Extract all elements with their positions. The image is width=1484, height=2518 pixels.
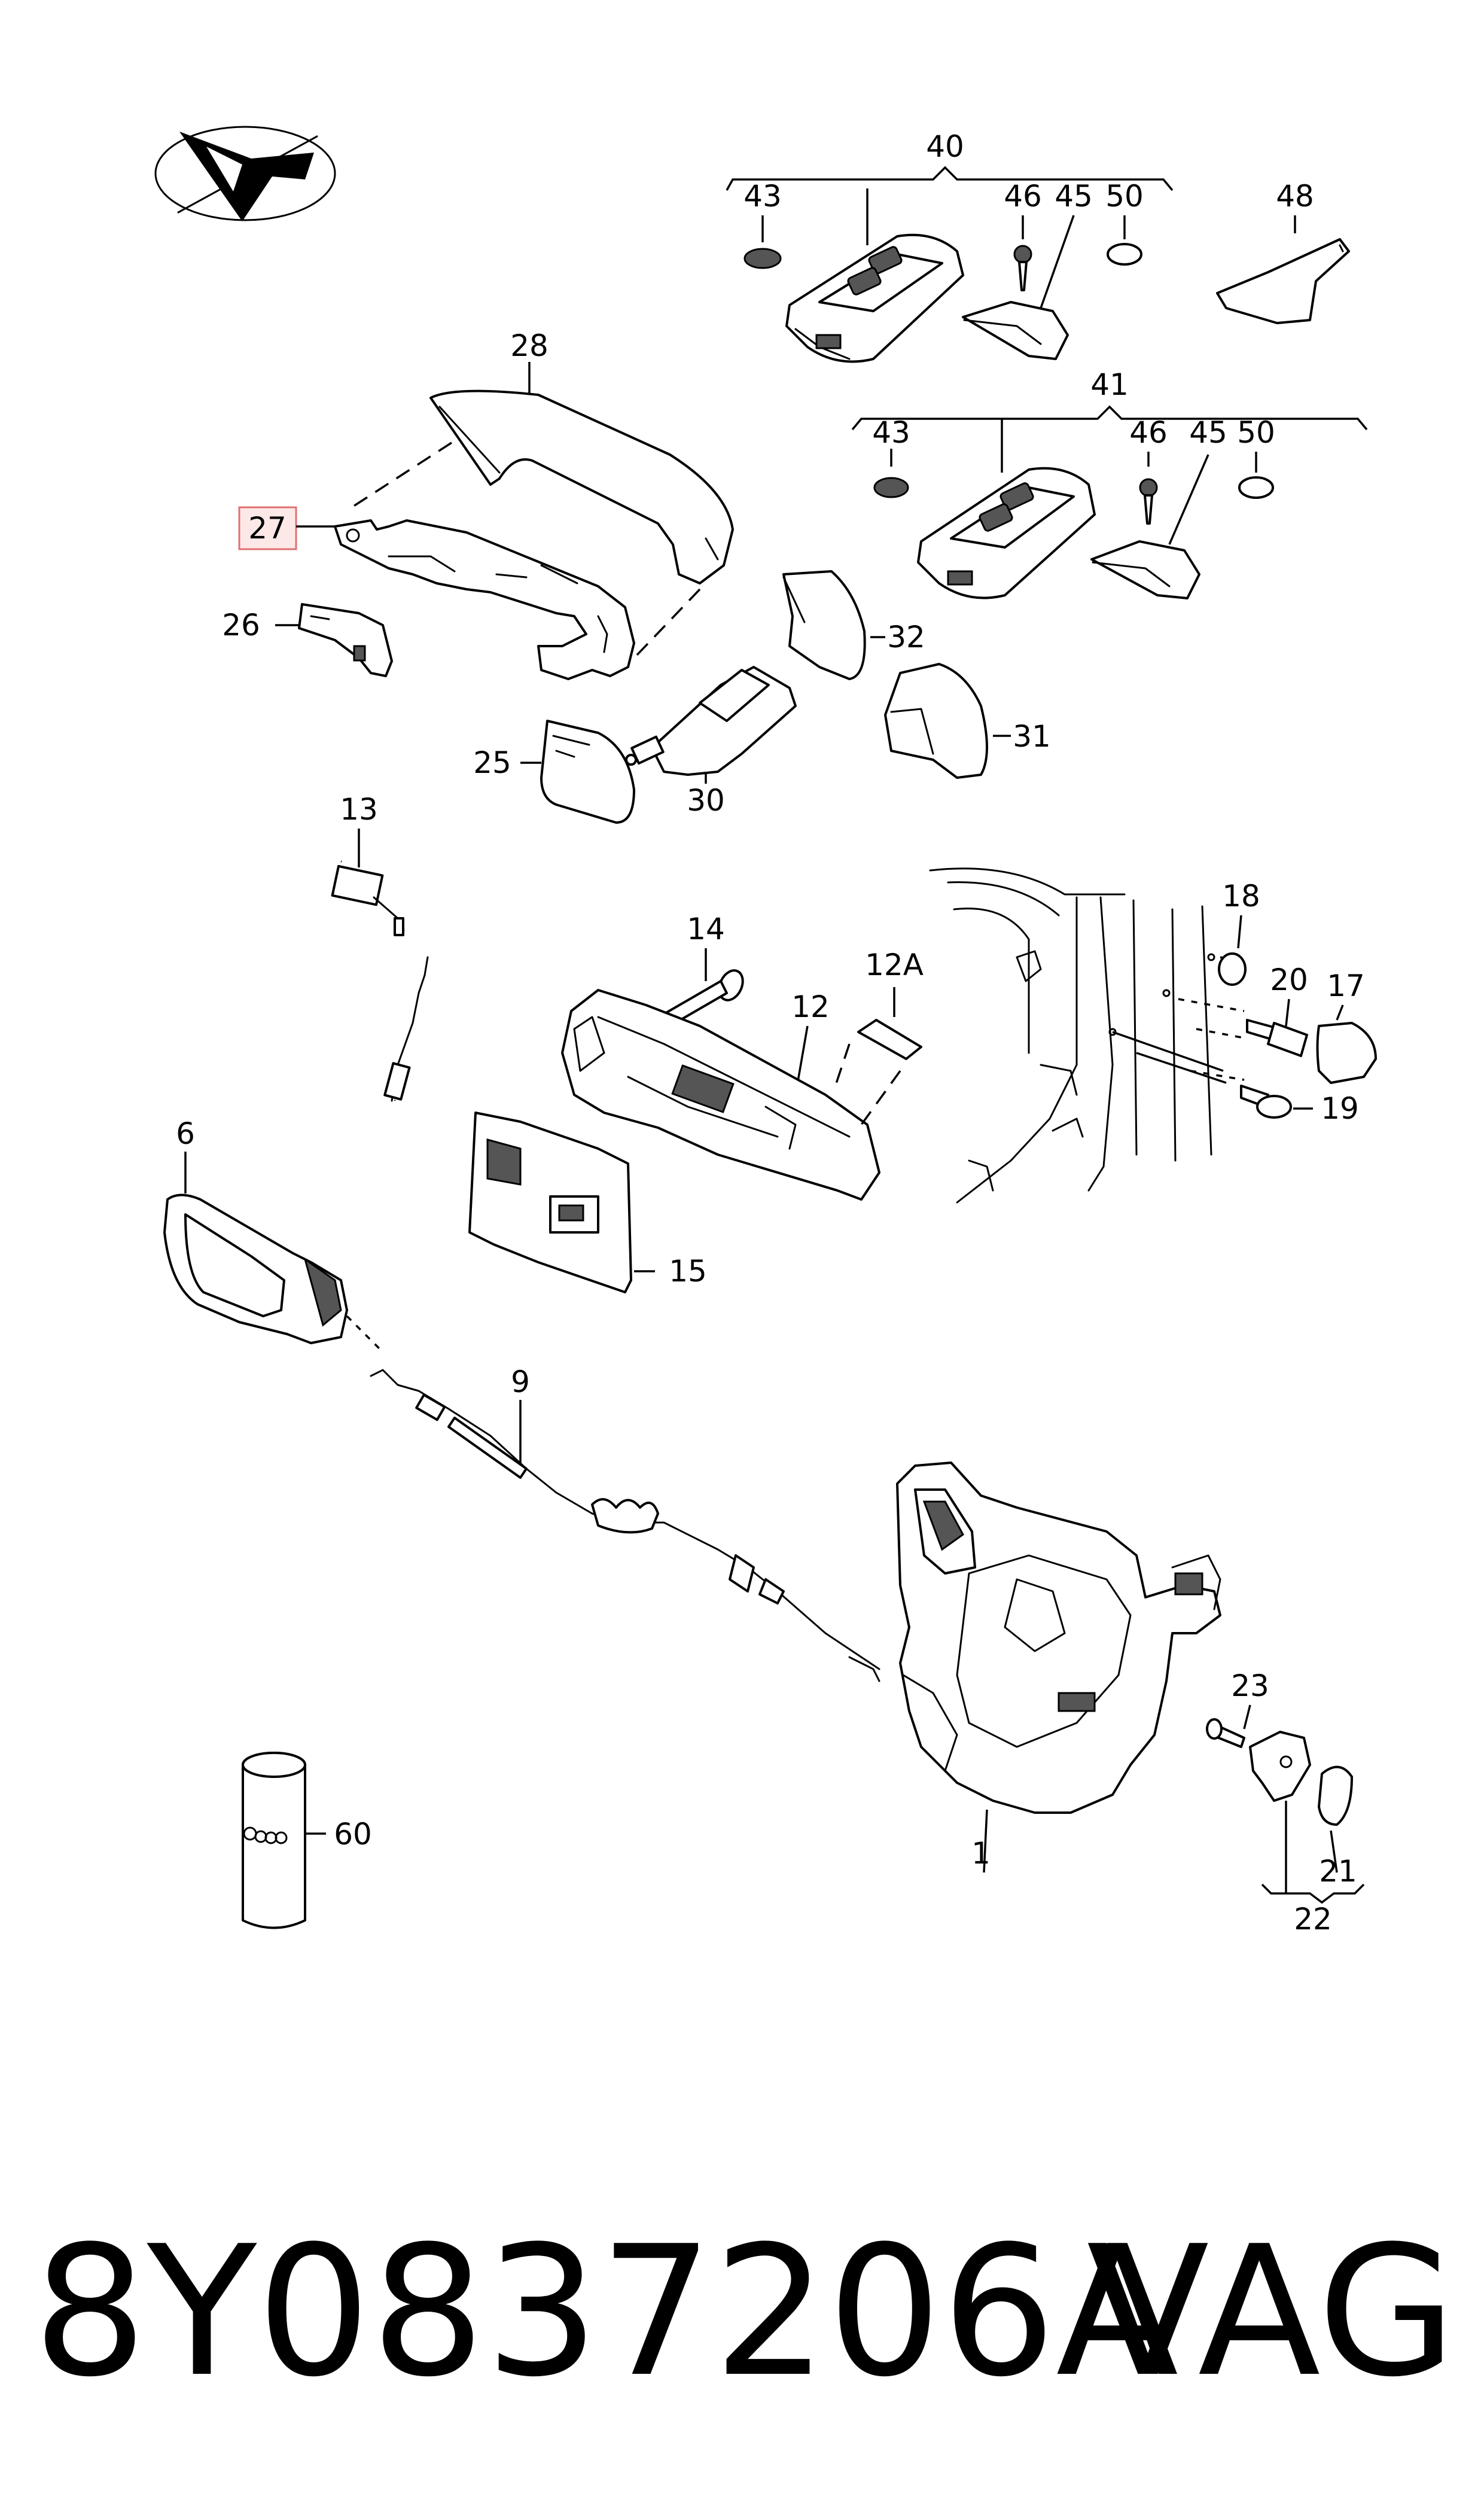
screw-46b [1139, 478, 1158, 525]
assembly-line [346, 1315, 384, 1353]
handle-seal-26 [298, 603, 393, 677]
callout-32: 32 [887, 620, 925, 654]
part-number: 8Y0837206A [33, 2208, 1179, 2416]
door-lock-1 [896, 1462, 1221, 1873]
end-cap-31 [884, 663, 988, 779]
o-ring-50b [1238, 476, 1274, 499]
shim-21 [1318, 1765, 1353, 1826]
callout-46: 46 [1129, 415, 1168, 450]
handle-bracket-12 [561, 989, 880, 1201]
callout-22: 22 [1294, 1902, 1332, 1937]
clip-12a [857, 987, 922, 1060]
o-ring-18 [1218, 915, 1247, 986]
callout-43: 43 [743, 179, 782, 214]
assembly-line [833, 1043, 851, 1089]
door-inner-panel [929, 867, 1227, 1204]
callout-9: 9 [511, 1365, 530, 1399]
assembly-line [633, 588, 701, 659]
screw-23 [1206, 1704, 1251, 1748]
callout-50: 50 [1237, 415, 1275, 450]
kit-bracket-22 [1261, 1883, 1365, 1904]
callout-14: 14 [687, 912, 725, 946]
bowden-cable-9 [370, 1369, 880, 1682]
callout-27: 27 [248, 511, 287, 546]
callout-46: 46 [1004, 179, 1042, 214]
striker-plate-22 [1249, 1731, 1311, 1802]
callout-6: 6 [176, 1116, 195, 1151]
kit-bracket-40 [726, 166, 1174, 309]
end-cap-32 [782, 570, 866, 680]
callout-23: 23 [1231, 1668, 1269, 1703]
cover-cap-17 [1316, 1004, 1377, 1084]
assembly-line [1190, 1070, 1245, 1081]
callout-25: 25 [473, 745, 511, 780]
callout-20: 20 [1270, 963, 1308, 997]
assembly-line [1196, 1028, 1245, 1039]
callout-15: 15 [669, 1254, 707, 1289]
callout-48: 48 [1276, 179, 1314, 214]
assembly-line [860, 1070, 901, 1126]
seal-ring-43b [873, 477, 909, 498]
callout-1: 1 [971, 1836, 991, 1871]
callout-12: 12 [791, 989, 830, 1024]
callout-40: 40 [926, 129, 964, 164]
callout-45: 45 [1055, 179, 1093, 214]
cover-plate-25 [540, 720, 635, 824]
kit-bracket-41 [851, 405, 1368, 545]
callout-50: 50 [1105, 179, 1144, 214]
callout-21: 21 [1319, 1854, 1357, 1889]
battery-cover-45b [1090, 540, 1200, 599]
callout-19: 19 [1321, 1091, 1359, 1126]
brand-name: VAG [1086, 2208, 1456, 2416]
callout-41: 41 [1090, 367, 1129, 402]
callout-18: 18 [1222, 879, 1260, 914]
lock-cylinder-30 [625, 666, 797, 784]
grease-canister-60 [242, 1752, 306, 1929]
bolt-19 [1240, 1085, 1292, 1119]
callout-60: 60 [334, 1817, 372, 1852]
remote-key-41 [917, 467, 1096, 599]
assembly-line [349, 442, 452, 510]
callout-28: 28 [510, 328, 548, 363]
handle-carrier-27 [334, 519, 635, 680]
screw-20 [1246, 998, 1308, 1057]
assembly-line [1178, 998, 1245, 1012]
bowden-cable-13 [254, 829, 429, 1182]
callout-labels: 40 43 46 45 50 48 28 41 43 46 45 50 27 2… [176, 129, 1365, 1937]
screw-46a [1013, 245, 1032, 291]
footer: 8Y0837206A VAG [33, 2213, 1456, 2411]
callout-17: 17 [1327, 969, 1365, 1003]
seal-15 [468, 1112, 632, 1293]
callout-45: 45 [1189, 415, 1227, 450]
callout-26: 26 [222, 608, 260, 643]
seal-ring-43a [743, 248, 782, 269]
callout-43: 43 [872, 415, 910, 450]
callout-31: 31 [1013, 719, 1051, 754]
direction-arrow-icon [154, 126, 336, 221]
callout-12a: 12A [865, 948, 924, 982]
key-blade-48 [1216, 215, 1350, 324]
remote-key-40 [785, 233, 964, 363]
highlight-box-27 [238, 506, 297, 550]
battery-cover-45a [962, 301, 1069, 360]
callout-30: 30 [687, 783, 725, 818]
callout-13: 13 [340, 792, 378, 827]
door-handle-28 [429, 362, 734, 584]
screw-14 [663, 948, 744, 1027]
interior-handle-6 [163, 1152, 348, 1344]
brand-logo-icon [243, 1826, 288, 1844]
o-ring-50a [1107, 243, 1142, 266]
